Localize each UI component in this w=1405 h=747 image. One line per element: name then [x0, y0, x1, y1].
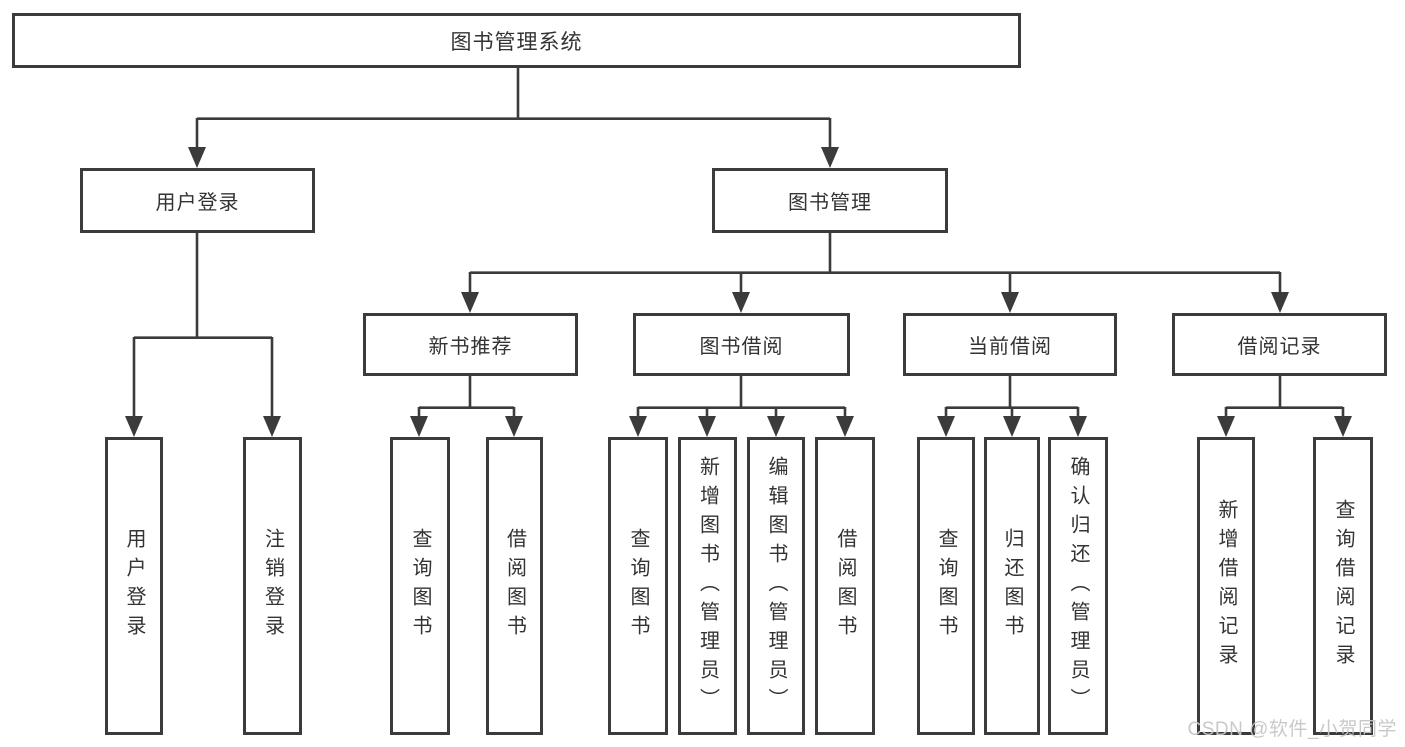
- node-user-login-group-label: 用户登录: [155, 192, 240, 214]
- arrowheads: [125, 147, 1352, 437]
- node-leaf-br-query-record-label: 查询借阅记录: [1332, 499, 1354, 673]
- node-new-book-recommend-label: 新书推荐: [428, 336, 513, 358]
- node-leaf-br-query-record: 查询借阅记录: [1313, 437, 1373, 735]
- node-leaf-cb-query-books: 查询图书: [917, 437, 975, 735]
- node-leaf-cb-return-books: 归还图书: [984, 437, 1040, 735]
- node-leaf-bb-borrow-books-label: 借阅图书: [834, 528, 856, 644]
- node-book-management-group-label: 图书管理: [788, 192, 872, 214]
- node-current-borrow: 当前借阅: [903, 313, 1117, 376]
- node-new-book-recommend: 新书推荐: [363, 313, 578, 376]
- node-root-label: 图书管理系统: [450, 30, 583, 54]
- node-leaf-user-login-label: 用户登录: [123, 528, 145, 644]
- node-leaf-logout-label: 注销登录: [261, 528, 284, 644]
- node-leaf-user-login: 用户登录: [105, 437, 163, 735]
- node-leaf-bb-edit-books-admin: 编辑图书（管理员）: [747, 437, 805, 735]
- node-leaf-br-add-record-label: 新增借阅记录: [1215, 499, 1237, 673]
- node-book-management-group: 图书管理: [712, 168, 948, 233]
- node-leaf-nb-borrow-books: 借阅图书: [486, 437, 543, 735]
- node-leaf-bb-query-books-label: 查询图书: [627, 528, 649, 644]
- node-book-borrow: 图书借阅: [633, 313, 850, 376]
- node-leaf-nb-borrow-books-label: 借阅图书: [503, 528, 526, 644]
- node-leaf-br-add-record: 新增借阅记录: [1197, 437, 1255, 735]
- node-root-system: 图书管理系统: [12, 13, 1021, 68]
- node-leaf-bb-add-books-admin: 新增图书（管理员）: [678, 437, 737, 735]
- node-leaf-nb-query-books-label: 查询图书: [409, 528, 431, 644]
- node-leaf-bb-query-books: 查询图书: [608, 437, 668, 735]
- node-leaf-cb-return-books-label: 归还图书: [1001, 528, 1023, 644]
- node-leaf-bb-borrow-books: 借阅图书: [815, 437, 875, 735]
- node-leaf-bb-add-books-admin-label: 新增图书（管理员）: [696, 455, 719, 717]
- node-leaf-nb-query-books: 查询图书: [390, 437, 450, 735]
- node-leaf-logout: 注销登录: [243, 437, 302, 735]
- node-leaf-cb-confirm-return-admin: 确认归还（管理员）: [1048, 437, 1108, 735]
- node-current-borrow-label: 当前借阅: [968, 336, 1052, 358]
- node-leaf-bb-edit-books-admin-label: 编辑图书（管理员）: [765, 455, 787, 717]
- node-user-login-group: 用户登录: [80, 168, 315, 233]
- node-borrow-record: 借阅记录: [1172, 313, 1387, 376]
- watermark: CSDN @软件_小贺同学: [1187, 719, 1397, 740]
- node-leaf-cb-confirm-return-admin-label: 确认归还（管理员）: [1067, 455, 1089, 717]
- node-leaf-cb-query-books-label: 查询图书: [935, 528, 957, 644]
- node-book-borrow-label: 图书借阅: [699, 336, 784, 358]
- node-borrow-record-label: 借阅记录: [1237, 336, 1322, 358]
